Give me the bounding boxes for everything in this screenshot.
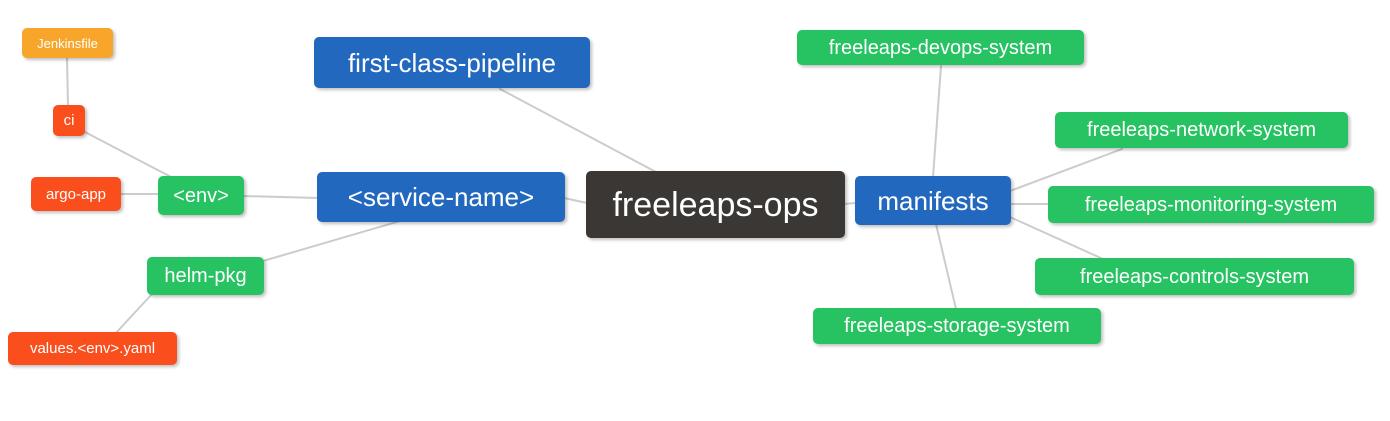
node-jenkinsfile[interactable]: Jenkinsfile [22, 28, 113, 58]
node-first-class-pipeline[interactable]: first-class-pipeline [314, 37, 590, 88]
node-argo-app[interactable]: argo-app [31, 177, 121, 211]
node-helm-pkg[interactable]: helm-pkg [147, 257, 264, 295]
edge-manifests-network [1009, 148, 1123, 192]
node-values-env-yaml[interactable]: values.<env>.yaml [8, 332, 177, 365]
edge-ci-env [82, 130, 176, 180]
edge-pipeline-root [499, 88, 657, 173]
node-freeleaps-network-system[interactable]: freeleaps-network-system [1055, 112, 1348, 148]
node-freeleaps-ops-root[interactable]: freeleaps-ops [586, 171, 845, 238]
node-freeleaps-monitoring-system[interactable]: freeleaps-monitoring-system [1048, 186, 1374, 223]
edge-root-manifests [843, 202, 856, 205]
node-freeleaps-controls-system[interactable]: freeleaps-controls-system [1035, 258, 1354, 295]
edge-service-name-helm-pkg [262, 220, 401, 262]
edge-manifests-storage [935, 223, 957, 310]
node-ci[interactable]: ci [53, 105, 85, 136]
edge-manifests-controls [1009, 216, 1104, 260]
node-service-name[interactable]: <service-name> [317, 172, 565, 222]
edge-service-name-root [563, 197, 588, 204]
edge-manifests-devops [932, 65, 942, 178]
node-freeleaps-storage-system[interactable]: freeleaps-storage-system [813, 308, 1101, 344]
edge-helm-pkg-values [114, 293, 153, 335]
node-freeleaps-devops-system[interactable]: freeleaps-devops-system [797, 30, 1084, 65]
edge-jenkinsfile-ci [66, 56, 69, 107]
node-env[interactable]: <env> [158, 176, 244, 215]
edge-env-service-name [242, 195, 319, 199]
node-manifests[interactable]: manifests [855, 176, 1011, 225]
